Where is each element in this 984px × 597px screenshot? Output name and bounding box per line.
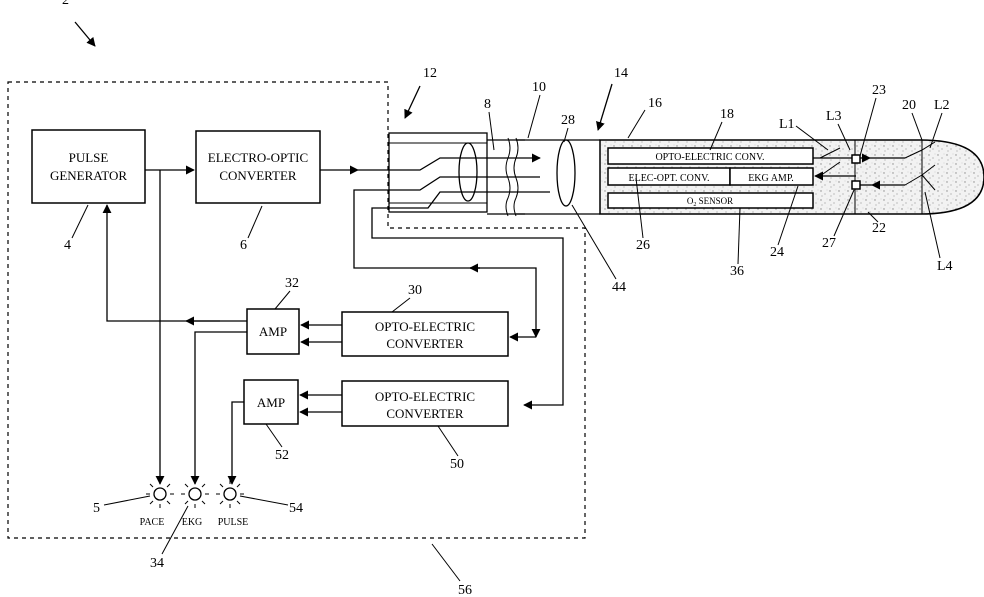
ref-36: 36 [730, 264, 744, 279]
ref-5: 5 [93, 501, 100, 516]
pace-label: PACE [140, 517, 165, 528]
ref-50: 50 [450, 457, 464, 472]
pulse-generator-label-2: GENERATOR [50, 168, 127, 183]
ref-8: 8 [484, 97, 491, 112]
pulse-label: PULSE [218, 517, 249, 528]
amp-bottom-label: AMP [257, 395, 285, 410]
ref-L4: L4 [937, 259, 953, 274]
opto-electric-converter-top-label-1: OPTO-ELECTRIC [375, 319, 475, 334]
ref-10: 10 [532, 80, 546, 95]
ref-26: 26 [636, 238, 650, 253]
ref-18: 18 [720, 107, 734, 122]
opto-electric-converter-bottom-label-2: CONVERTER [386, 406, 464, 421]
pulse-lamp [216, 480, 244, 508]
connector-block [389, 133, 487, 212]
ref-24: 24 [770, 245, 784, 260]
ref-4: 4 [64, 238, 71, 253]
ref-52: 52 [275, 448, 289, 463]
ref-6: 6 [240, 238, 247, 253]
ref-44: 44 [612, 280, 626, 295]
ref-L1: L1 [779, 117, 795, 132]
pace-lamp [146, 480, 174, 508]
ref-30: 30 [408, 283, 422, 298]
electro-optic-converter-label-2: CONVERTER [219, 168, 297, 183]
amp-top-label: AMP [259, 324, 287, 339]
ref-22: 22 [872, 221, 886, 236]
ref-23: 23 [872, 83, 886, 98]
elec-opt-conv-label: ELEC-OPT. CONV. [628, 173, 709, 184]
opto-electric-converter-top-label-2: CONVERTER [386, 336, 464, 351]
ekg-lamp [181, 480, 209, 508]
electro-optic-converter-box [196, 131, 320, 203]
pulse-generator-box [32, 130, 145, 203]
opto-electric-converter-bottom-label-1: OPTO-ELECTRIC [375, 389, 475, 404]
ref-L3: L3 [826, 109, 842, 124]
ref-28: 28 [561, 113, 575, 128]
ref-14: 14 [614, 66, 628, 81]
pulse-generator-label-1: PULSE [69, 150, 109, 165]
ref-34: 34 [150, 556, 164, 571]
electrode-23 [852, 155, 860, 163]
electrode-27 [852, 181, 860, 189]
opto-electric-conv-label: OPTO-ELECTRIC CONV. [655, 152, 764, 163]
ref-32: 32 [285, 276, 299, 291]
ekg-label: EKG [182, 517, 203, 528]
ref-20: 20 [902, 98, 916, 113]
ekg-amp-label: EKG AMP. [748, 173, 794, 184]
electro-optic-converter-label-1: ELECTRO-OPTIC [208, 150, 308, 165]
ref-16: 16 [648, 96, 662, 111]
ref-12: 12 [423, 66, 437, 81]
ref-56: 56 [458, 583, 472, 597]
ref-L2: L2 [934, 98, 950, 113]
lens-28 [557, 140, 575, 206]
ref-27: 27 [822, 236, 836, 251]
ref-54: 54 [289, 501, 303, 516]
ref-2: 2 [62, 0, 69, 8]
